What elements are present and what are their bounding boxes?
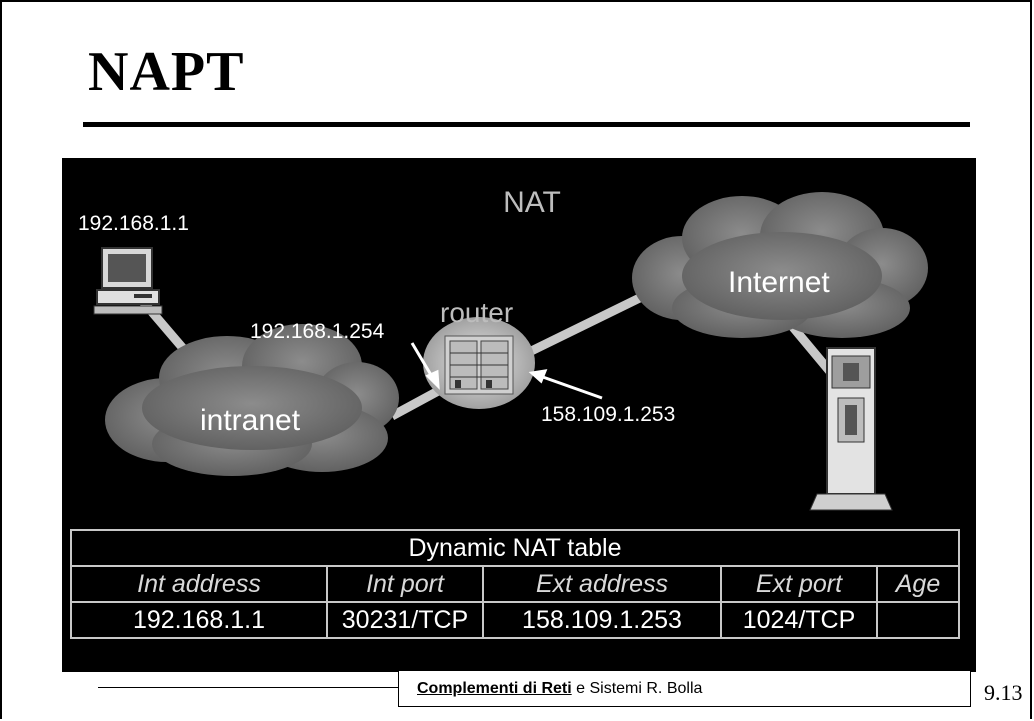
external-ip-pointer — [539, 374, 603, 400]
title-rule — [83, 122, 970, 127]
internet-label: Internet — [728, 266, 830, 299]
column-header-age: Age — [876, 565, 960, 603]
slide-title: NAPT — [88, 41, 245, 103]
column-header-ext-address: Ext address — [482, 565, 722, 603]
cell-int-address: 192.168.1.1 — [70, 601, 328, 639]
router-external-ip-label: 158.109.1.253 — [541, 403, 675, 426]
nat-diagram: NAT 192.168.1.1 router 192.168.1.254 158… — [62, 158, 976, 672]
intranet-label: intranet — [200, 404, 301, 437]
cell-ext-address: 158.109.1.253 — [482, 601, 722, 639]
column-header-int-port: Int port — [326, 565, 484, 603]
router-icon — [423, 317, 535, 409]
footer-author-text: e Sistemi R. Bolla — [571, 680, 703, 697]
nat-table-header-row: Int address Int port Ext address Ext por… — [70, 565, 960, 603]
router-internal-ip-label: 192.168.1.254 — [250, 320, 385, 343]
internet-cloud — [632, 192, 928, 338]
table-row: 192.168.1.1 30231/TCP 158.109.1.253 1024… — [70, 601, 960, 639]
page-number: 9.13 — [984, 680, 1023, 705]
router-label: router — [440, 297, 513, 328]
server-icon — [809, 347, 893, 511]
column-header-ext-port: Ext port — [720, 565, 878, 603]
computer-icon — [93, 247, 163, 315]
cell-int-port: 30231/TCP — [326, 601, 484, 639]
link-intranet-router — [389, 386, 443, 420]
network-diagram-svg: NAT 192.168.1.1 router 192.168.1.254 158… — [78, 186, 928, 511]
footer-course-box: Complementi di Reti e Sistemi R. Bolla — [398, 670, 971, 707]
course-link[interactable]: Complementi di Reti — [417, 680, 572, 697]
cell-age — [876, 601, 960, 639]
dynamic-nat-table: Dynamic NAT table Int address Int port E… — [70, 529, 960, 639]
host-ip-label: 192.168.1.1 — [78, 212, 189, 235]
column-header-int-address: Int address — [70, 565, 328, 603]
footer-rule — [98, 687, 398, 688]
link-router-internet — [515, 283, 662, 363]
cell-ext-port: 1024/TCP — [720, 601, 878, 639]
diagram-heading: NAT — [503, 186, 561, 219]
ip-pointer-arrows — [410, 342, 603, 400]
nat-table-caption: Dynamic NAT table — [70, 529, 960, 567]
intranet-cloud — [105, 324, 399, 476]
